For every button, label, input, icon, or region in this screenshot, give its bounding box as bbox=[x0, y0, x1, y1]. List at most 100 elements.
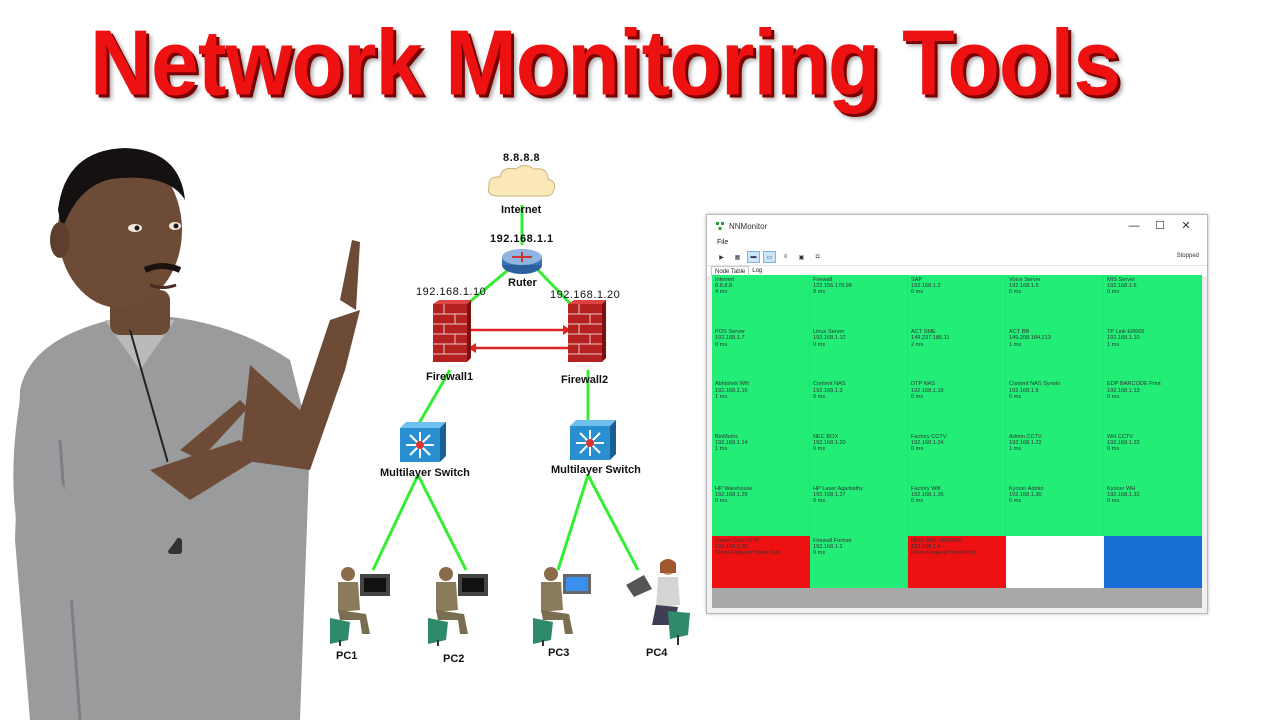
node-info: 0 ms bbox=[813, 341, 826, 348]
node-info: 4 ms bbox=[715, 289, 728, 296]
node-ip: 192.168.1.26 bbox=[911, 491, 944, 498]
node-name: Kyocer Admin bbox=[1009, 485, 1044, 492]
tab-log[interactable]: Log bbox=[752, 268, 763, 274]
pc3-user-icon bbox=[533, 567, 591, 646]
node-info: 0 ms bbox=[813, 550, 826, 557]
node-info: 0 ms bbox=[715, 341, 728, 348]
pc3-label: PC3 bbox=[548, 647, 570, 659]
node-name: ACT BB bbox=[1009, 329, 1030, 336]
maximize-icon[interactable]: ☐ bbox=[1155, 220, 1165, 232]
headline: Network Monitoring Tools bbox=[89, 11, 1121, 115]
monitor-icon[interactable]: ▬ bbox=[747, 251, 760, 263]
node-info: 0 ms bbox=[911, 393, 924, 400]
list-icon[interactable]: ≡ bbox=[783, 254, 788, 260]
pc1-user-icon bbox=[330, 567, 390, 646]
node-info: Down Request Timed Out bbox=[715, 550, 780, 557]
tab-node-table[interactable]: Node Table bbox=[711, 266, 750, 276]
node-ip: 192.168.1.13 bbox=[1107, 387, 1140, 394]
firewall2-ip-label: 192.168.1.20 bbox=[550, 289, 621, 301]
node-name: Content NAS bbox=[813, 381, 846, 388]
node-name: Canon Color DTP bbox=[715, 537, 760, 544]
nnmonitor-window: NNMonitor — ☐ ✕ File ▶ ▦ ▬ ▭ ≡ ▣ ◘ Stopp… bbox=[706, 214, 1208, 614]
node-ip: 192.168.1.6 bbox=[1107, 283, 1137, 290]
firewall1-label: Firewall1 bbox=[426, 371, 474, 383]
screen-icon[interactable]: ◘ bbox=[815, 254, 820, 260]
menu-file[interactable]: File bbox=[717, 239, 729, 246]
app-icon bbox=[716, 222, 724, 230]
node-ip: 192.168.1.16 bbox=[715, 387, 748, 394]
router-icon bbox=[502, 249, 542, 274]
node-info: 0 ms bbox=[1009, 498, 1022, 505]
node-name: MIS Server bbox=[1107, 277, 1135, 283]
node-ip: 192.168.1.2 bbox=[911, 283, 941, 290]
node-ip: 192.168.1.25 bbox=[715, 491, 748, 498]
node-name: DTP NAS bbox=[911, 381, 936, 388]
router-label: Ruter bbox=[508, 277, 537, 289]
pc1-label: PC1 bbox=[336, 650, 358, 662]
play-icon[interactable]: ▶ bbox=[719, 254, 724, 261]
tab-bar: Node Table Log bbox=[707, 266, 1207, 276]
view-icon[interactable]: ▭ bbox=[763, 251, 776, 263]
status-text: Stopped bbox=[1176, 253, 1199, 259]
node-tile[interactable] bbox=[1104, 535, 1202, 588]
node-name: TP Link ER605 bbox=[1107, 329, 1145, 336]
node-ip: 192.168.1.5 bbox=[1009, 283, 1039, 290]
presenter-figure bbox=[13, 148, 360, 720]
network-icon[interactable]: ▦ bbox=[734, 254, 741, 261]
node-ip: 149.208.184.213 bbox=[1009, 335, 1051, 342]
cloud-icon bbox=[487, 165, 556, 197]
node-ip: 192.168.1.27 bbox=[813, 491, 846, 498]
minimize-icon[interactable]: — bbox=[1128, 220, 1140, 232]
close-icon[interactable]: ✕ bbox=[1181, 220, 1191, 232]
firewall1-ip-label: 192.168.1.10 bbox=[416, 286, 487, 298]
save-icon[interactable]: ▣ bbox=[798, 254, 805, 261]
node-ip: 192.168.1.20 bbox=[813, 439, 846, 446]
node-ip: 192.168.1.7 bbox=[715, 335, 745, 342]
menu-bar: File bbox=[707, 237, 1207, 249]
node-info: 0 ms bbox=[911, 289, 924, 296]
node-ip: 192.168.1.4 bbox=[911, 544, 941, 551]
pc4-user-icon bbox=[626, 559, 690, 645]
node-name: Abhishek Wifi bbox=[715, 381, 749, 388]
node-info: 1 ms bbox=[1009, 445, 1022, 452]
node-name: BioMetric bbox=[715, 433, 739, 440]
node-name: Factory CCTV bbox=[911, 433, 947, 440]
node-ip: 192.168.1.1 bbox=[813, 544, 843, 551]
node-info: 9 ms bbox=[813, 289, 826, 296]
node-tile[interactable] bbox=[1006, 535, 1104, 588]
firewall2-label: Firewall2 bbox=[561, 374, 609, 386]
node-info: 0 ms bbox=[1107, 498, 1120, 505]
node-ip: 192.168.1.24 bbox=[911, 439, 944, 446]
network-diagram: 8.8.8.8 Internet 192.168.1.1 Ruter 192.1… bbox=[318, 140, 698, 680]
node-info: 1 ms bbox=[715, 445, 728, 452]
node-ip: 192.168.1.19 bbox=[911, 387, 944, 394]
